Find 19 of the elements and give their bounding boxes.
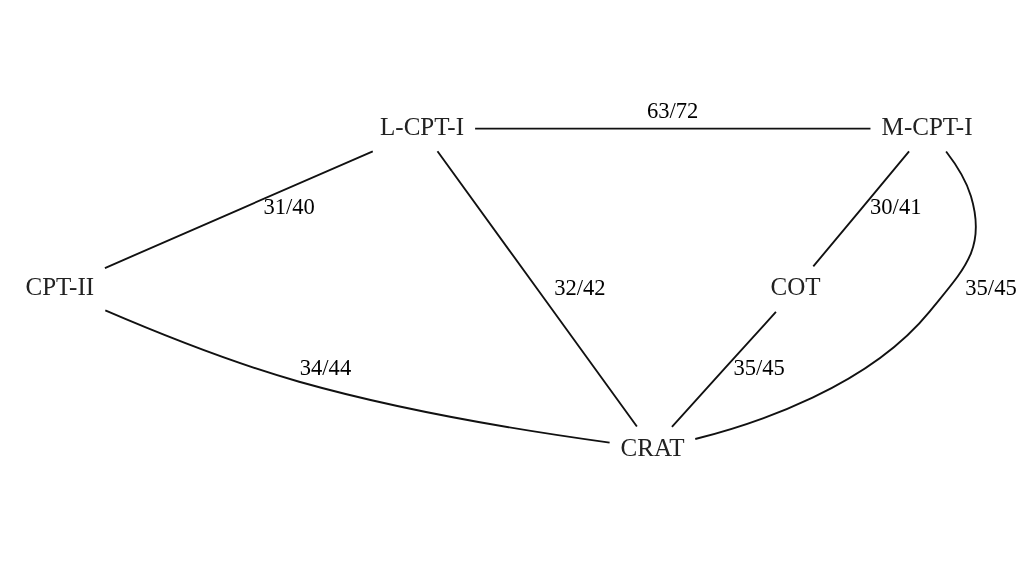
node-text: CRAT	[620, 433, 685, 461]
connector	[473, 127, 871, 129]
node-text: COT	[769, 272, 821, 300]
connector	[103, 149, 374, 269]
connector	[103, 309, 611, 444]
node-text: L-CPT-I	[379, 112, 464, 140]
edge-label: 30/41	[869, 193, 921, 219]
edge-label: 32/42	[553, 274, 606, 300]
edge-label: 34/44	[299, 354, 351, 380]
edge-label: 35/45	[732, 354, 785, 380]
node-text: M-CPT-I	[881, 112, 973, 140]
edge-label: 63/72	[646, 97, 698, 123]
edge-label: 35/45	[964, 274, 1017, 300]
connector	[693, 150, 977, 440]
node-text: CPT-II	[24, 272, 94, 300]
connector	[670, 310, 777, 428]
connector	[811, 150, 910, 267]
edge-label: 31/40	[262, 193, 315, 219]
connector	[436, 149, 638, 427]
